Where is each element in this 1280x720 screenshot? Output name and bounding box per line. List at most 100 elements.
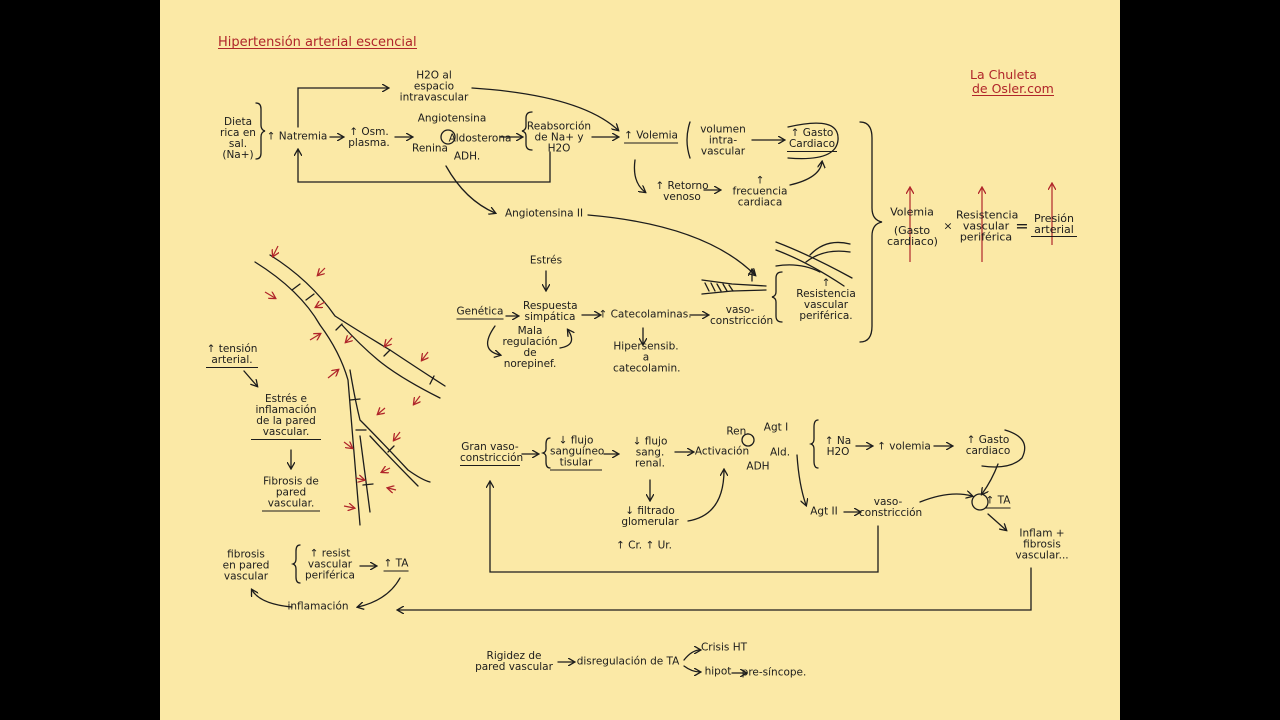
node-adh: ADH. [453, 150, 481, 163]
loop-mala-right [559, 330, 572, 349]
loop-bottom [490, 482, 879, 573]
node-h2o-espacio: H2O al espacio intravascular [399, 69, 469, 104]
formula-presion: Presión arterial [1031, 213, 1077, 237]
node-ta-left: ↑ TA [383, 557, 409, 572]
node-fibrosis-en-pared: fibrosis en pared vascular [222, 548, 270, 583]
node-vasoconstriccion: vaso- constricción [710, 304, 774, 327]
node-gran-vasoconstriccion: Gran vaso- constricción [460, 441, 524, 466]
arrow-filtrado-activ [687, 470, 724, 522]
arrow-tension-estres [243, 370, 257, 386]
loop-mala-left [487, 325, 500, 355]
formula-equals: = [1015, 216, 1029, 236]
node-hipot: hipot [704, 665, 732, 678]
brace-resist [771, 271, 783, 323]
node-disregulacion: disregulación de TA [576, 655, 680, 668]
node-respuesta: Respuesta simpática [523, 300, 578, 323]
node-mala-regulacion: Mala regulación de norepinef. [502, 325, 558, 370]
diagram-board: Hipertensión arterial escencial La Chule… [160, 0, 1120, 720]
node-na-h2o: ↑ Na H2O [824, 435, 852, 458]
arrow-angio2-vaso [587, 214, 755, 275]
formula-volemia: Volemia [890, 205, 934, 219]
watermark-line2: de Osler.com [972, 81, 1054, 96]
arrow-to-agt2 [796, 454, 806, 505]
brace-resist-left [290, 544, 301, 584]
node-hipersensib: Hipersensib. a catecolamin. [613, 340, 681, 375]
tree-red-arrows [264, 245, 428, 508]
formula-times: × [943, 219, 953, 233]
node-genetica: Genética [456, 305, 504, 320]
node-rigidez: Rigidez de pared vascular [475, 650, 553, 673]
diagram-lines [243, 0, 1120, 720]
node-presincope: pre-síncope. [741, 666, 807, 679]
formula-resistencia: Resistencia vascular periférica [956, 208, 1019, 244]
node-reabsorcion: Reabsorción de Na+ y H2O [526, 120, 592, 155]
node-angiotensina: Angiotensina [417, 112, 487, 125]
node-adh-b: ADH [746, 460, 770, 473]
formula-gasto: (Gasto cardiaco) [887, 224, 938, 248]
node-gasto: ↑ Gasto Cardiaco [787, 127, 837, 152]
node-volemia-b: ↑ volemia [877, 440, 931, 453]
node-agt1: Agt I [763, 421, 789, 434]
arrow-ta-hipot [683, 665, 700, 672]
arrow-inflam-fibrosis [252, 590, 293, 608]
brace-na [808, 419, 819, 469]
node-aldosterona: Aldosterona [448, 132, 512, 145]
node-natremia: ↑ Natremia [266, 130, 328, 143]
big-brace [859, 121, 883, 343]
diagram-title: Hipertensión arterial escencial [218, 35, 417, 50]
arrow-gasto-ta [982, 463, 999, 494]
vessel-narrowing [701, 279, 767, 295]
node-crisis: Crisis HT [700, 641, 748, 654]
renin-circle [440, 129, 456, 145]
node-angio2: Angiotensina II [504, 207, 584, 220]
circle-gasto [787, 122, 839, 160]
node-dieta: Dieta rica en sal. (Na+) [220, 116, 256, 161]
arrow-h2o-volemia [471, 87, 618, 130]
node-renina: Renina [412, 142, 448, 155]
brace-flujo [540, 437, 551, 469]
arrow-long-left [398, 567, 1032, 610]
node-resist-vascular: ↑ resist vascular periférica [305, 547, 355, 582]
node-filtrado: ↓ filtrado glomerular [621, 505, 679, 528]
node-retorno: ↑ Retorno venoso [655, 180, 709, 203]
vessel-tree [254, 254, 446, 526]
node-ta-b: ↑ TA [985, 494, 1011, 509]
node-gasto-b: ↑ Gasto cardiaco [965, 434, 1011, 457]
watermark-line1: La Chuleta [970, 67, 1037, 82]
arrow-ta-inflam-b [987, 513, 1006, 530]
brace-reabs [521, 111, 533, 151]
node-activacion: Activación [694, 445, 750, 458]
node-volumen: volumen intra- vascular [700, 123, 746, 158]
node-estres-inflamacion: Estrés e inflamación de la pared vascula… [251, 394, 321, 440]
brace-dieta [255, 102, 266, 160]
paren-volumen [686, 121, 691, 159]
node-vasoconstriccion-b: vaso- constricción [859, 496, 923, 519]
node-osm: ↑ Osm. plasma. [348, 126, 390, 149]
node-ald: Ald. [769, 446, 791, 459]
node-flujo-tisular: ↓ flujo sanguíneo tisular [550, 434, 605, 471]
arrow-frec-gasto [789, 162, 822, 186]
renin-circle-b [741, 433, 755, 447]
node-frecuencia: ↑ frecuencia cardiaca [732, 174, 788, 209]
node-volemia: ↑ Volemia [624, 129, 678, 144]
node-flujo-renal: ↓ flujo sang. renal. [632, 435, 668, 470]
arrow-ta-inflam [358, 577, 401, 607]
node-inflamacion: inflamación [287, 600, 349, 613]
arrow-loop-reabs [298, 150, 551, 183]
arrow-adh-angio2 [445, 165, 495, 213]
node-catecolaminas: ↑ Catecolaminas. [598, 308, 692, 321]
node-tension-arterial: ↑ tensión arterial. [206, 343, 258, 368]
node-estres: Estrés [529, 254, 563, 267]
arrow-ta-crisis [683, 650, 700, 661]
arrow-vaso-ta [919, 494, 972, 503]
node-fibrosis-pared: Fibrosis de pared vascular. [262, 475, 320, 512]
vessel-branches [775, 241, 853, 287]
arrow-to-h2o [297, 88, 388, 128]
arrow-volemia-retorno [633, 159, 645, 192]
ta-circle [971, 493, 989, 511]
node-resistencia: ↑ Resistencia vascular periférica. [796, 277, 856, 322]
node-agt2: Agt II [810, 505, 838, 518]
node-ren: Ren. [726, 425, 750, 438]
node-cr-ur: ↑ Cr. ↑ Ur. [615, 539, 673, 552]
node-inflam-fibrosis: Inflam + fibrosis vascular... [1015, 527, 1069, 562]
